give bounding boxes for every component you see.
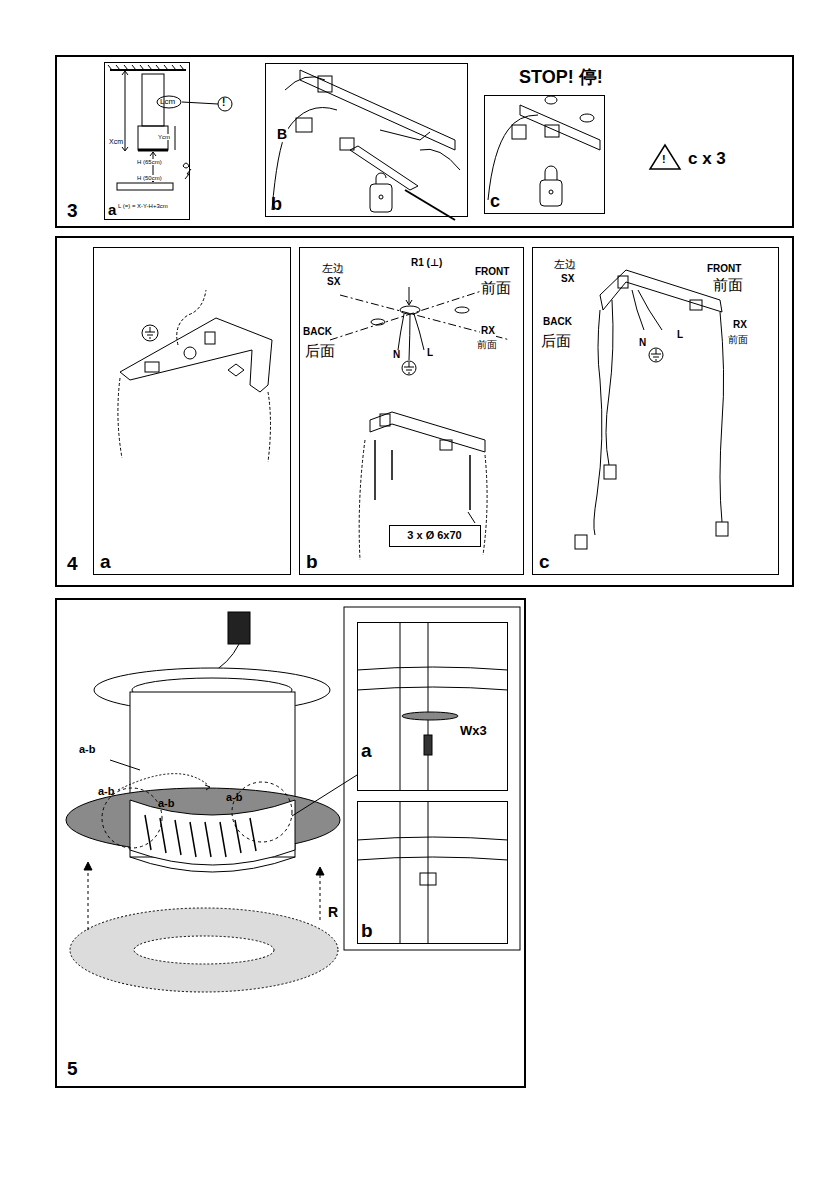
step-number: c [539, 552, 550, 571]
quantity-note: c x 3 [688, 150, 726, 168]
dimension: Xcm [108, 138, 124, 145]
formula: L (=) = X-Y-H+3cm [118, 203, 168, 209]
wire-name: L [676, 330, 684, 341]
plate-with-cables [575, 270, 728, 549]
stop-note: STOP! 停! [519, 68, 603, 87]
step-number: 3 [67, 201, 78, 220]
direction: 前面 [712, 277, 744, 293]
drill-template [330, 285, 510, 560]
hole-label: R1 (⊥) [410, 258, 443, 269]
wire-name: N [638, 338, 647, 349]
sub-panel: c [484, 95, 605, 214]
direction: 左边 [553, 259, 577, 271]
part-letter: a-b [158, 798, 175, 810]
direction: FRONT [706, 264, 742, 275]
part-letter: a-b [78, 744, 97, 756]
step-number: 5 [67, 1059, 78, 1078]
step-number: a [361, 741, 372, 760]
direction: SX [326, 277, 341, 288]
sub-panel: b [357, 801, 508, 944]
sub-panel: a [93, 247, 291, 575]
step-number: b [271, 195, 282, 213]
step-panel: 5 a b [55, 598, 526, 1088]
direction: 前面 [476, 340, 498, 351]
quantity-note: Wx3 [459, 724, 488, 738]
warning-mark: ! [662, 154, 666, 166]
part-letter: a-b [226, 792, 243, 804]
height-schematic [108, 65, 232, 190]
direction: SX [560, 274, 575, 285]
direction: 前面 [727, 335, 749, 346]
direction: 后面 [304, 343, 336, 359]
direction: RX [732, 320, 748, 331]
step-number: a [100, 552, 111, 571]
warning-mark: ! [222, 98, 225, 109]
direction: BACK [302, 327, 333, 338]
screw-note: 3 x Ø 6x70 [407, 530, 461, 541]
note-box: 3 x Ø 6x70 [389, 525, 481, 547]
ceiling-plate [118, 290, 272, 462]
dimension: Ycm [157, 134, 171, 140]
part-letter: R [327, 905, 339, 920]
hood-assembly [66, 607, 520, 992]
step-panel: 3 a b c [55, 55, 794, 228]
sub-panel: a [357, 622, 508, 791]
wire-name: L [426, 348, 434, 359]
sub-panel: c [532, 247, 779, 575]
step-number: c [490, 192, 500, 210]
bracket-locked [488, 96, 680, 206]
step-number: 4 [67, 554, 78, 573]
step-number: b [361, 921, 373, 940]
bracket-fixing [272, 70, 460, 220]
step-number: b [306, 552, 318, 571]
step-number: a [108, 202, 116, 217]
direction: RX [480, 326, 496, 337]
sub-panel: b [265, 63, 468, 217]
direction: 前面 [480, 280, 512, 296]
direction: BACK [542, 317, 573, 328]
direction: 左边 [321, 263, 345, 275]
direction: FRONT [474, 267, 510, 278]
wire-name: N [392, 350, 401, 361]
part-letter: B [276, 127, 288, 142]
dimension: H (50cm) [136, 175, 163, 181]
sub-panel: b 3 x Ø 6x70 [299, 247, 524, 575]
direction: 后面 [540, 333, 572, 349]
step-panel: 4 a b 3 x Ø 6x70 c [55, 236, 794, 587]
dimension: Lcm [160, 98, 175, 106]
part-letter: a-b [98, 786, 115, 798]
dimension: H (65cm) [136, 159, 163, 165]
